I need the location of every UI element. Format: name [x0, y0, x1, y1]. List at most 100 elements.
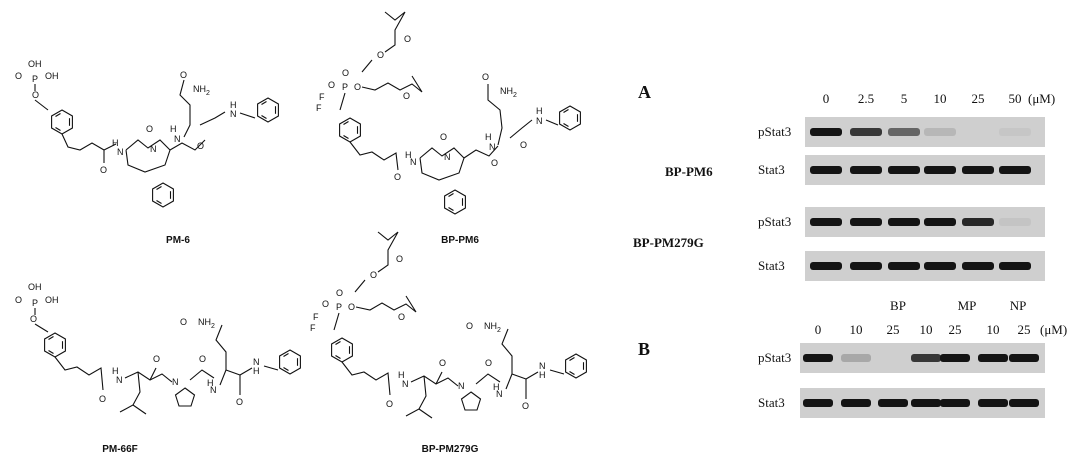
atom-o: O — [336, 288, 343, 298]
blot-band — [978, 354, 1008, 362]
atom-h: H — [536, 106, 543, 116]
atom-h: H — [230, 100, 237, 110]
atom-o: O — [328, 80, 335, 90]
atom-o: O — [404, 34, 411, 44]
concentration-label: 0 — [823, 91, 830, 106]
atom-f: F — [319, 92, 325, 102]
atom-o: O — [440, 132, 447, 142]
atom-n: N — [489, 142, 496, 152]
structure-bppm279g: O O O O P O O F F O H N O N O H N O NH2 … — [310, 231, 587, 455]
atom-nh2: NH2 — [500, 86, 517, 99]
atom-o: O — [348, 302, 355, 312]
compound-label-pm6: PM-6 — [166, 235, 190, 246]
atom-o: O — [370, 270, 377, 280]
blot-band — [962, 218, 994, 226]
concentration-label: 2.5 — [858, 91, 874, 106]
atom-o: O — [322, 299, 329, 309]
blot-band — [841, 399, 871, 407]
atom-nh2: NH2 — [198, 317, 215, 330]
blot-band — [810, 128, 842, 136]
atom-oh: OH — [45, 71, 59, 81]
atom-oh: OH — [28, 59, 42, 69]
blot-band — [810, 262, 842, 270]
blot-band — [888, 262, 920, 270]
atom-h: H — [112, 138, 119, 148]
atom-n: N — [210, 385, 217, 395]
atom-p: P — [342, 82, 348, 92]
atom-n: N — [172, 377, 179, 387]
blot-band — [978, 399, 1008, 407]
blot-band — [999, 218, 1031, 226]
blot-band — [924, 166, 956, 174]
blot-band — [924, 128, 956, 136]
row-label: pStat3 — [758, 350, 791, 365]
atom-h: H — [485, 132, 492, 142]
atom-o: O — [466, 321, 473, 331]
blot-band — [888, 166, 920, 174]
atom-n: N — [150, 144, 157, 154]
atom-h: H — [170, 124, 177, 134]
blot-band — [810, 166, 842, 174]
atom-o: O — [342, 68, 349, 78]
structure-pm6: OH O P OH O O H N O N O H N O NH2 N H PM… — [15, 59, 279, 246]
blot-band — [888, 128, 920, 136]
unit-label-b: (μM) — [1040, 322, 1067, 337]
blot-band — [803, 399, 833, 407]
group-label: NP — [1010, 298, 1027, 313]
concentration-label: 25 — [887, 322, 900, 337]
structure-bppm6: O O O O P O O F F O H N O N O H N O NH2 … — [316, 11, 581, 246]
atom-o: O — [394, 172, 401, 182]
blot-band — [940, 354, 970, 362]
atom-o: O — [180, 317, 187, 327]
blot-band — [1009, 354, 1039, 362]
atom-o: O — [199, 354, 206, 364]
atom-o: O — [398, 312, 405, 322]
blot-band — [878, 354, 908, 362]
blot-band — [850, 166, 882, 174]
atom-o: O — [482, 72, 489, 82]
atom-f: F — [310, 323, 316, 333]
atom-n: N — [539, 361, 546, 371]
atom-h: H — [207, 378, 214, 388]
atom-p: P — [32, 298, 38, 308]
atom-n: N — [174, 134, 181, 144]
blot-band — [999, 262, 1031, 270]
atom-o: O — [403, 91, 410, 101]
atom-n: N — [444, 152, 451, 162]
blot-band — [850, 262, 882, 270]
blot-strip — [805, 117, 1045, 147]
atom-o: O — [354, 82, 361, 92]
blot-band — [850, 218, 882, 226]
atom-o: O — [236, 397, 243, 407]
atom-o: O — [386, 399, 393, 409]
atom-oh: OH — [45, 295, 59, 305]
concentration-label: 50 — [1009, 91, 1022, 106]
compound-label-bppm279g: BP-PM279G — [422, 444, 479, 455]
atom-o: O — [100, 165, 107, 175]
blot-band — [999, 128, 1031, 136]
row-label: pStat3 — [758, 214, 791, 229]
panel-letter-b: B — [638, 339, 650, 359]
atom-h: H — [539, 370, 546, 380]
atom-o: O — [180, 70, 187, 80]
concentration-label: 25 — [1018, 322, 1031, 337]
atom-o: O — [32, 90, 39, 100]
structure-pm66f: OH O P OH O O H N O N O H N O NH2 O N H … — [15, 282, 301, 455]
blot-band — [810, 218, 842, 226]
row-label: Stat3 — [758, 258, 785, 273]
atom-oh: OH — [28, 282, 42, 292]
blot-band — [911, 354, 941, 362]
group-label-bppm279g: BP-PM279G — [633, 235, 704, 250]
atom-f: F — [313, 312, 319, 322]
group-label-bppm6: BP-PM6 — [665, 164, 713, 179]
atom-o: O — [153, 354, 160, 364]
atom-h: H — [112, 366, 119, 376]
concentration-label: 10 — [987, 322, 1000, 337]
atom-n: N — [458, 381, 465, 391]
